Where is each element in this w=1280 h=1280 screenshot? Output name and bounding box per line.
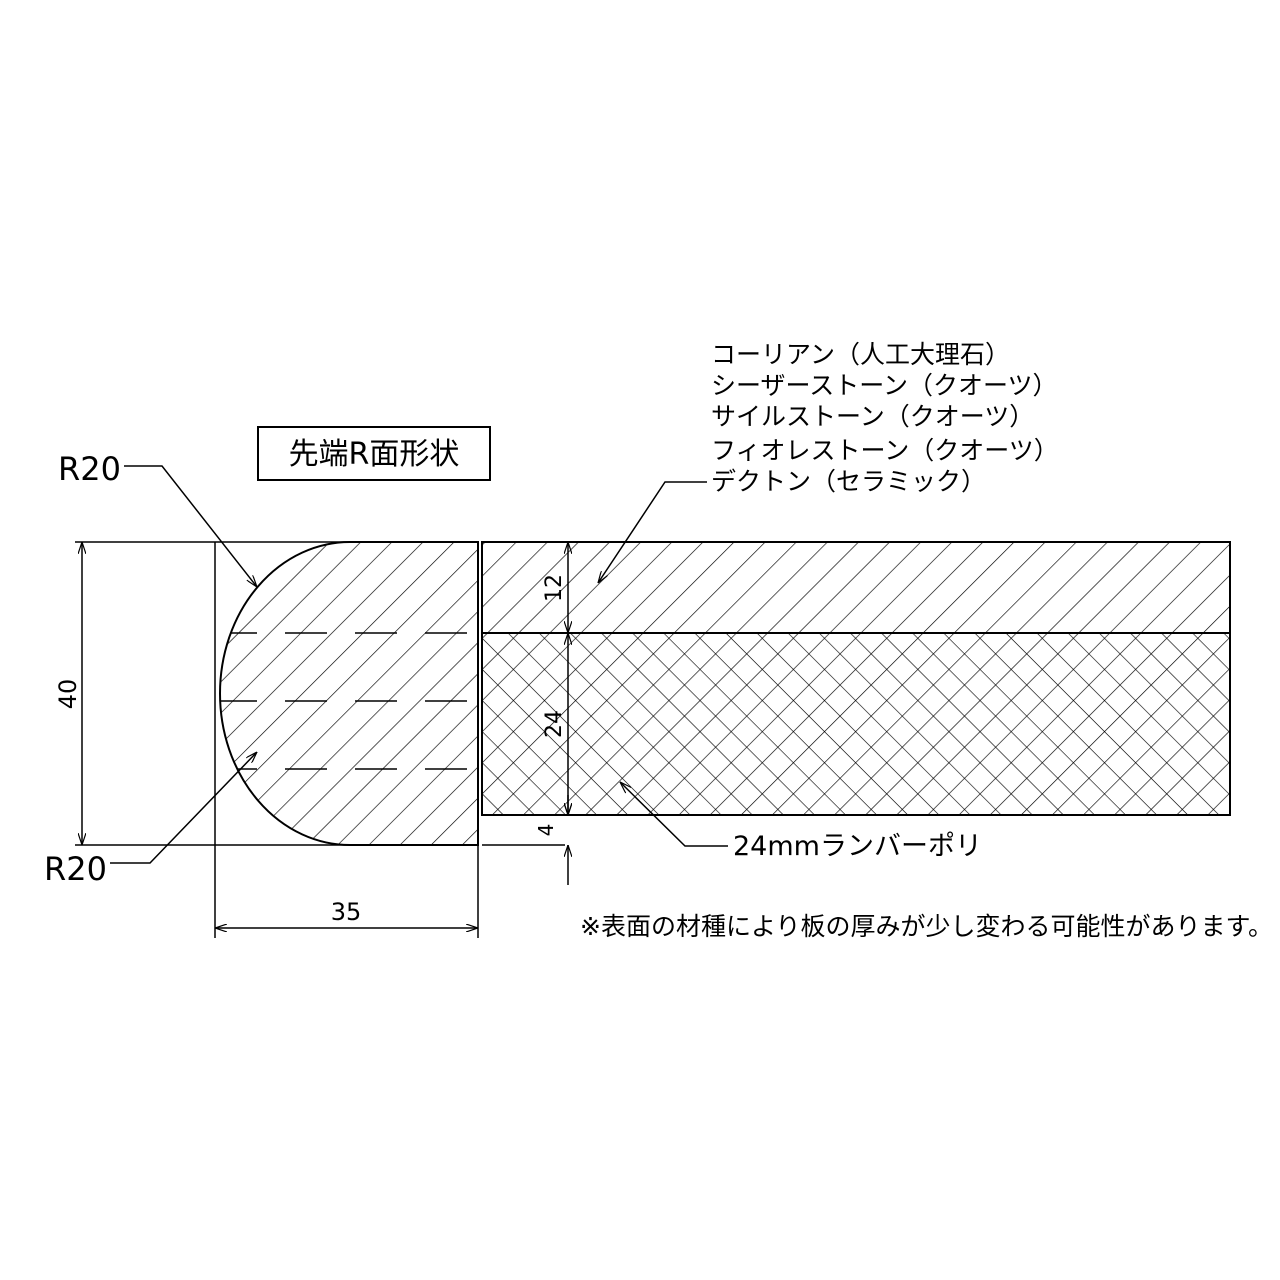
dimension-lines	[82, 542, 568, 928]
radius-label-bottom: R20	[44, 850, 107, 888]
dim-width-edge: 35	[331, 898, 362, 926]
material-item: フィオレストーン（クオーツ）	[711, 436, 1059, 465]
title-box: 先端R面形状	[257, 426, 491, 481]
radius-callout-top: R20	[58, 450, 257, 587]
core-layer	[481, 632, 1231, 816]
core-material-label: 24mmランバーポリ	[733, 831, 982, 862]
rounded-edge-section	[219, 541, 479, 846]
surface-layer	[481, 541, 1231, 634]
material-item: シーザーストーン（クオーツ）	[711, 371, 1058, 400]
extension-lines	[75, 541, 565, 938]
dim-surface-thickness: 12	[542, 574, 567, 602]
title-box-label: 先端R面形状	[289, 437, 460, 472]
core-material-callout: 24mmランバーポリ	[620, 782, 982, 862]
thickness-note: ※表面の材種により板の厚みが少し変わる可能性があります。	[580, 912, 1273, 941]
radius-callout-bottom: R20	[44, 752, 257, 888]
dim-core-thickness: 24	[542, 710, 567, 738]
surface-material-callout: コーリアン（人工大理石） シーザーストーン（クオーツ） サイルストーン（クオーツ…	[598, 340, 1059, 583]
dim-bottom-offset: 4	[534, 824, 558, 837]
material-item: デクトン（セラミック）	[711, 467, 986, 496]
radius-label-top: R20	[58, 450, 121, 488]
hidden-lines	[220, 632, 478, 770]
material-item: サイルストーン（クオーツ）	[711, 402, 1034, 431]
dim-height-total: 40	[54, 679, 82, 710]
material-item: コーリアン（人工大理石）	[711, 340, 1010, 369]
